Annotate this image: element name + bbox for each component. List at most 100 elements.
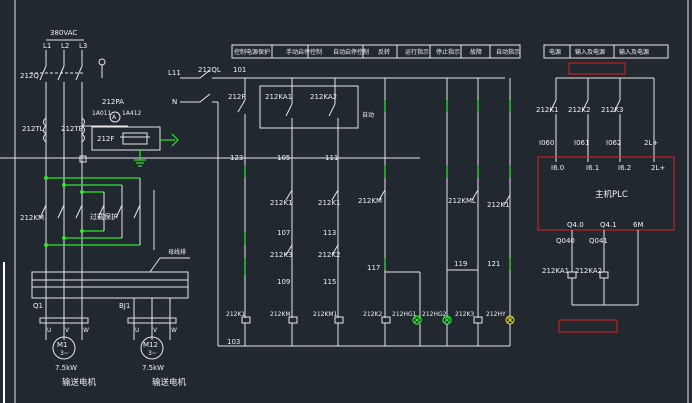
wire-113: 113 xyxy=(323,229,336,237)
plc-ka2-label: 212KA2 xyxy=(575,267,602,275)
wire-105: 105 xyxy=(277,154,290,162)
q2-label: BJ1 xyxy=(119,302,130,310)
auto-label: 自动 xyxy=(362,111,374,119)
wire-117: 117 xyxy=(367,264,380,272)
plc-top-red-box xyxy=(568,62,626,75)
control-header-2: 手动启停控制 xyxy=(286,48,322,56)
k3-label: 212K3 xyxy=(270,251,292,259)
wire-119: 119 xyxy=(454,260,467,268)
plc-header xyxy=(543,44,669,59)
busbar-leader-2 xyxy=(149,257,161,273)
control-header-1: 控制电源保护 xyxy=(234,48,270,56)
k2-label: 212K2 xyxy=(318,251,340,259)
motor-2-power: 7.5kW xyxy=(142,364,164,372)
plc-in2-label: I6.2 xyxy=(618,164,631,172)
plc-o1-label: Q041 xyxy=(589,237,608,245)
phase-lines xyxy=(30,50,84,300)
ammeter-symbol: A xyxy=(112,114,117,121)
motor-2-label: M12 xyxy=(143,341,158,349)
q1-label: Q1 xyxy=(33,302,43,310)
kml-label: 212KML xyxy=(448,197,476,205)
wire-121: 121 xyxy=(487,260,500,268)
meter-label: 212PA xyxy=(102,98,124,106)
km-sub-label: 过载保护 xyxy=(90,212,118,221)
km-label: 212KM xyxy=(20,214,44,222)
phase-l2-label: L2 xyxy=(61,42,69,50)
coil-label-3: 212KM1 xyxy=(313,311,338,318)
plc-q0-label: Q4.0 xyxy=(567,221,584,229)
phase-l3-label: L3 xyxy=(79,42,87,50)
ammeter-icon xyxy=(109,111,121,123)
motor-1-icon xyxy=(52,336,76,360)
k1c-label: 212K1 xyxy=(487,201,509,209)
v-label-1: V xyxy=(65,327,70,334)
plc-k3-label: 212K3 xyxy=(601,106,623,114)
u-label-1: U xyxy=(47,327,51,334)
n-label: N xyxy=(172,98,177,106)
green-contacts xyxy=(244,100,511,275)
ka1-label: 212KA1 xyxy=(265,93,292,101)
overload-relay-label: 212F xyxy=(97,135,114,143)
motor-2-symbol: 3~ xyxy=(148,350,157,357)
f-label: 212F xyxy=(228,93,245,101)
plc-header-2: 输入及电源 xyxy=(575,48,605,56)
coil-label-2: 212KM xyxy=(270,311,291,318)
plc-header-3: 输入及电源 xyxy=(619,48,649,56)
wire-103: 103 xyxy=(227,338,240,346)
control-header-8: 自动指示 xyxy=(496,48,520,56)
motor-2-name: 输送电机 xyxy=(152,377,187,388)
plc-k2-label: 212K2 xyxy=(568,106,590,114)
plc-input-wiring xyxy=(549,77,655,162)
plc-i0-label: I060 xyxy=(539,139,554,147)
coil-label-1: 212K1 xyxy=(226,311,245,318)
wire-115: 115 xyxy=(323,278,336,286)
terminal-icon xyxy=(98,58,106,66)
ka2-contact-blade xyxy=(328,103,336,117)
km-contacts xyxy=(39,204,141,219)
busbar-label: 母线排 xyxy=(168,248,186,256)
motor-1-name: 输送电机 xyxy=(62,377,97,388)
plc-i2-label: I062 xyxy=(606,139,621,147)
plc-in0-label: I6.0 xyxy=(551,164,564,172)
busbar-box xyxy=(31,271,189,299)
meter-b-label: 1A412 xyxy=(122,110,142,117)
plc-bottom-red-box xyxy=(558,319,618,333)
indicator-lamps xyxy=(244,315,515,346)
ct2-label: 212TE xyxy=(61,125,83,133)
ka1-contact-blade xyxy=(285,103,293,117)
k1a-label: 212K1 xyxy=(270,199,292,207)
coil-label-6: 212HG2 xyxy=(422,311,447,318)
control-header-7: 故障 xyxy=(470,48,482,56)
ct-coil-icon xyxy=(43,117,47,143)
junction-dots xyxy=(44,155,87,247)
wire-109: 109 xyxy=(277,278,290,286)
plc-in1-label: I6.1 xyxy=(586,164,599,172)
plc-q1-label: Q4.1 xyxy=(600,221,617,229)
motor-2-icon xyxy=(140,336,164,360)
plc-ka1-label: 212KA1 xyxy=(542,267,569,275)
k1b-label: 212K1 xyxy=(318,199,340,207)
motor-1-symbol: 3~ xyxy=(60,350,69,357)
plc-inl-label: 2L+ xyxy=(651,164,665,172)
control-header-3: 自动启停控制 xyxy=(333,48,369,56)
plc-header-1: 电源 xyxy=(549,48,561,56)
u-label-2: U xyxy=(135,327,139,334)
w-label-2: W xyxy=(171,327,177,334)
meter-a-label: 1A011 xyxy=(92,110,112,117)
contact-symbols xyxy=(285,189,511,256)
wire-107: 107 xyxy=(277,229,290,237)
wire-101: 101 xyxy=(233,66,246,74)
wire-123: 123 xyxy=(230,154,243,162)
arrow-icon xyxy=(171,133,179,147)
control-header-4: 反转 xyxy=(378,48,390,56)
ct2-coil-icon xyxy=(81,117,85,143)
overload-relay-element xyxy=(122,132,148,145)
plc-output-wiring xyxy=(567,230,639,306)
plc-lplus-label: 2L+ xyxy=(644,139,658,147)
plc-box xyxy=(537,156,675,231)
control-rails xyxy=(180,69,510,347)
coil-label-8: 212HY xyxy=(486,311,506,318)
reversing-wires xyxy=(46,177,155,250)
